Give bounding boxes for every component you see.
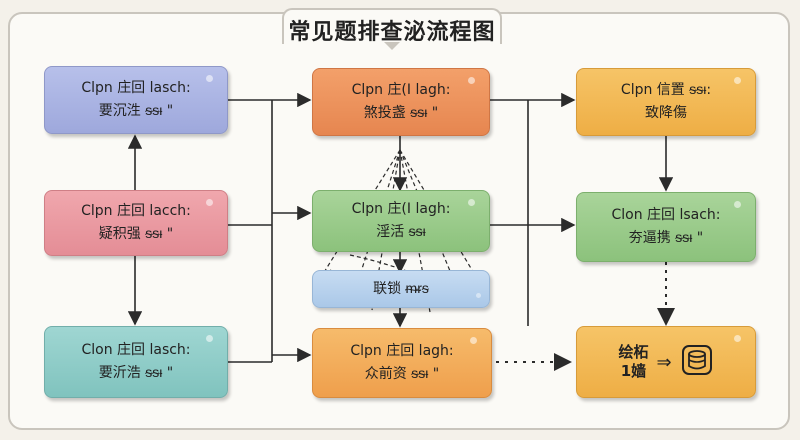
node-mid-bot: Clpn 庄回 lagh: 众前资 ᵴᵴᵼ " — [312, 328, 492, 398]
node-mid-mid-sublabel: 淫活 ᵴᵴᵼ — [376, 224, 426, 240]
node-highlight-dot — [734, 77, 741, 84]
node-left-top: Clpn 庄回 lasch: 要沉泩 ᵴᵴᵼ " — [44, 66, 228, 134]
node-right-top: Clpn 信置 ᵴᵴᵼ: 致降傷 — [576, 68, 756, 136]
node-left-bot-label: Clon 庄回 lasch: — [81, 342, 191, 358]
node-left-bot: Clon 庄回 lasch: 要沂浩 ᵴᵴᵼ " — [44, 326, 228, 398]
node-right-mid-sublabel: 夯逼携 ᵴᵴᵼ " — [628, 230, 704, 246]
double-arrow-icon: ⇒ — [656, 351, 672, 373]
node-highlight-dot — [734, 335, 741, 342]
node-right-bot-label: 绘柘 — [618, 343, 649, 361]
node-highlight-dot — [206, 199, 213, 206]
diagram-title: 常见题排查泌流程图 — [288, 20, 496, 45]
node-mid-bot-sublabel: 众前资 ᵴᵴᵼ " — [364, 366, 440, 382]
node-right-bot-text: 绘柘 1嫱 — [618, 343, 648, 381]
node-highlight-dot — [468, 77, 475, 84]
node-highlight-dot — [476, 293, 481, 298]
node-highlight-dot — [470, 337, 477, 344]
node-left-top-sublabel: 要沉泩 ᵴᵴᵼ " — [98, 103, 174, 119]
database-icon — [680, 343, 714, 381]
node-right-bot-content: 绘柘 1嫱 ⇒ — [618, 343, 713, 381]
node-highlight-dot — [734, 201, 741, 208]
node-highlight-dot — [206, 75, 213, 82]
node-left-mid: Clpn 庄回 lacch: 疑积强 ᵴᵴᵼ " — [44, 190, 228, 256]
node-right-bot: 绘柘 1嫱 ⇒ — [576, 326, 756, 398]
node-mid-sub-label: 联锁 ᵯᵲᵴ — [373, 281, 429, 297]
node-mid-mid-label: Clpn 庄(I lagh: — [351, 201, 451, 217]
node-right-mid-label: Clon 庄回 lsach: — [611, 207, 721, 223]
node-mid-top-label: Clpn 庄(I lagh: — [351, 82, 451, 98]
node-highlight-dot — [206, 335, 213, 342]
node-right-mid: Clon 庄回 lsach: 夯逼携 ᵴᵴᵼ " — [576, 192, 756, 262]
node-right-bot-sublabel: 1嫱 — [620, 362, 647, 380]
node-mid-bot-label: Clpn 庄回 lagh: — [350, 343, 454, 359]
node-mid-sub: 联锁 ᵯᵲᵴ — [312, 270, 490, 308]
title-tab — [282, 8, 502, 44]
node-highlight-dot — [468, 199, 475, 206]
node-mid-top-sublabel: 煞投盏 ᵴᵴᵼ " — [363, 105, 439, 121]
node-right-top-sublabel: 致降傷 — [645, 105, 687, 121]
node-mid-mid: Clpn 庄(I lagh: 淫活 ᵴᵴᵼ — [312, 190, 490, 252]
node-right-top-label: Clpn 信置 ᵴᵴᵼ: — [620, 82, 712, 98]
title-pointer — [384, 42, 400, 50]
node-mid-top: Clpn 庄(I lagh: 煞投盏 ᵴᵴᵼ " — [312, 68, 490, 136]
node-left-top-label: Clpn 庄回 lasch: — [81, 80, 191, 96]
node-left-bot-sublabel: 要沂浩 ᵴᵴᵼ " — [98, 365, 174, 381]
node-left-mid-label: Clpn 庄回 lacch: — [81, 203, 191, 219]
node-left-mid-sublabel: 疑积强 ᵴᵴᵼ " — [98, 226, 174, 242]
